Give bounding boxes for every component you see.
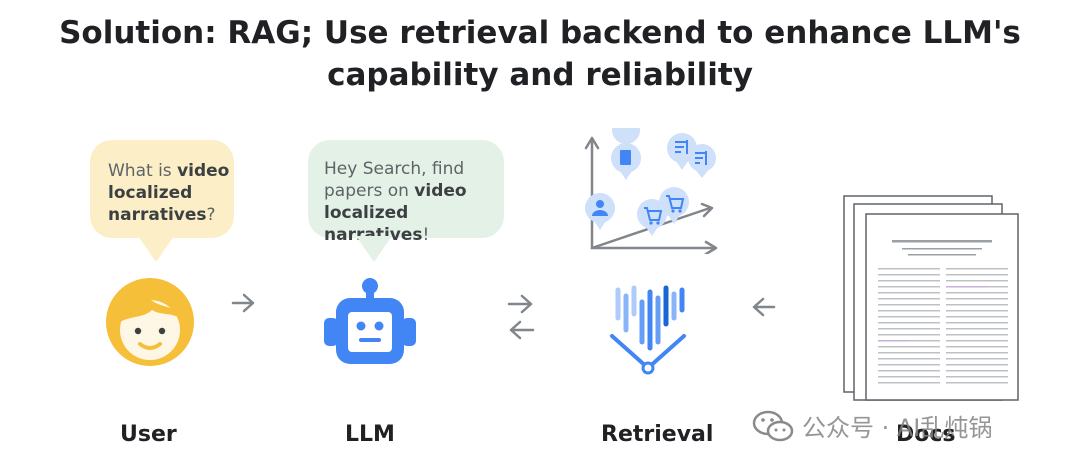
title-line-2: capability and reliability [327, 57, 753, 93]
retrieval-funnel-icon [610, 285, 686, 375]
bubble-tail [356, 236, 392, 262]
llm-bubble-line-3: localized narratives! [324, 202, 504, 246]
llm-bubble-line-1: Hey Search, find [324, 159, 465, 179]
user-bubble-bold: localized [108, 183, 193, 203]
user-bubble-bold: narratives [108, 205, 207, 225]
wechat-logo-icon [752, 410, 794, 441]
bubble-tail [138, 236, 174, 262]
cart-pin-icon [659, 187, 689, 224]
user-bubble-bold: video [177, 161, 230, 181]
user-label: User [120, 422, 177, 447]
user-bubble-line-1: What is video [108, 160, 234, 182]
cart-pin-icon [637, 199, 667, 236]
diagram-title: Solution: RAG; Use retrieval backend to … [0, 12, 1080, 96]
llm-bubble-bold: localized narratives [324, 203, 423, 245]
user-bubble-line-2: localized [108, 182, 234, 204]
music-pin-icon [688, 144, 716, 178]
bidirectional-arrows-icon [507, 294, 535, 340]
llm-label: LLM [345, 422, 395, 447]
right-arrow-icon [231, 293, 255, 313]
docs-label: Docs [896, 422, 956, 447]
watermark: 公众号 · AI乱炖锅 [752, 408, 992, 443]
llm-bubble-line-2: papers on video [324, 180, 504, 202]
person-pin-icon [585, 193, 615, 230]
user-bubble-line-3: narratives? [108, 204, 234, 226]
paper-stack-icon [843, 195, 1019, 401]
left-arrow-icon [752, 297, 776, 317]
front-paper [865, 213, 1019, 401]
title-line-1: Solution: RAG; Use retrieval backend to … [59, 15, 1021, 51]
user-bubble-text: What is [108, 161, 178, 181]
llm-bubble-text: papers on [324, 181, 415, 201]
paper-text-lines [878, 268, 1008, 384]
retrieval-label: Retrieval [601, 422, 714, 447]
user-bubble-text: ? [206, 205, 216, 225]
llm-bubble-bold: video [414, 181, 467, 201]
llm-speech-bubble: Hey Search, find papers on video localiz… [308, 140, 504, 262]
embedding-scatter-plot-icon [584, 128, 718, 254]
watermark-text: 公众号 · AI乱炖锅 [802, 414, 993, 442]
smiling-face-icon [106, 278, 194, 366]
user-speech-bubble: What is video localized narratives? [90, 140, 234, 262]
robot-icon [324, 278, 416, 364]
doc-pin-icon [611, 128, 641, 180]
llm-bubble-text: ! [422, 225, 430, 245]
